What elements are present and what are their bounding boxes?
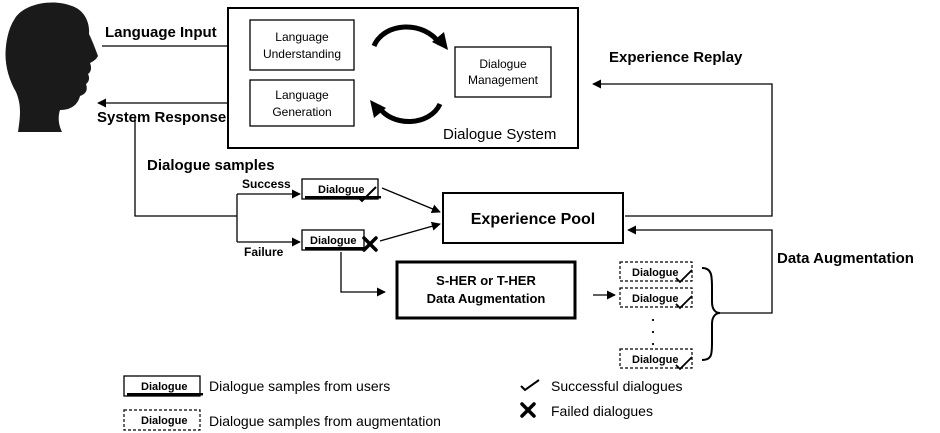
dialogue-management-line1: Dialogue bbox=[479, 57, 527, 71]
cycle-arrow-top-head bbox=[432, 32, 448, 50]
svg-text:Dialogue: Dialogue bbox=[632, 293, 678, 305]
ellipsis-dot bbox=[651, 330, 655, 334]
cycle-arrow-bottom-head bbox=[370, 100, 386, 118]
language-understanding-box bbox=[249, 19, 355, 71]
check-icon bbox=[675, 269, 693, 284]
experience-pool-label: Experience Pool bbox=[471, 211, 596, 228]
augmented-dialogue-list: Dialogue Dialogue Dialogue bbox=[619, 261, 693, 371]
legend-successful: Successful dialogues bbox=[551, 378, 683, 394]
language-generation-line1: Language bbox=[275, 88, 329, 102]
check-icon bbox=[675, 356, 693, 371]
dialogue-system-title: Dialogue System bbox=[443, 126, 556, 143]
check-icon bbox=[357, 186, 377, 203]
data-augmentation-label: Data Augmentation bbox=[777, 250, 914, 267]
check-icon bbox=[520, 379, 540, 392]
legend-aug-samples: Dialogue samples from augmentation bbox=[209, 413, 441, 429]
legend-failed: Failed dialogues bbox=[551, 403, 653, 419]
data-augmentation-path bbox=[627, 225, 773, 314]
augmented-dialogue-chip bbox=[619, 261, 693, 282]
legend-aug-sample-chip bbox=[123, 409, 201, 431]
ellipsis-dot bbox=[651, 342, 655, 346]
dialogue-management-box bbox=[454, 46, 552, 98]
failure-dialogue-text: Dialogue bbox=[310, 235, 356, 247]
language-input-label: Language Input bbox=[105, 24, 217, 41]
experience-replay-label: Experience Replay bbox=[609, 49, 743, 66]
cycle-arrow-top bbox=[371, 24, 443, 48]
success-dialogue-chip bbox=[301, 178, 379, 200]
language-generation-line2: Generation bbox=[272, 105, 331, 119]
language-understanding-line2: Understanding bbox=[263, 47, 341, 61]
legend-user-samples: Dialogue samples from users bbox=[209, 378, 390, 394]
language-generation-box bbox=[249, 79, 355, 127]
augmented-dialogue-chip bbox=[619, 287, 693, 308]
her-augmentation-line2: Data Augmentation bbox=[427, 291, 546, 306]
language-understanding-line1: Language bbox=[275, 30, 329, 44]
curly-brace bbox=[701, 267, 721, 361]
success-label: Success bbox=[242, 177, 291, 191]
cross-icon bbox=[520, 402, 536, 418]
her-augmentation-line1: S-HER or T-HER bbox=[436, 273, 536, 288]
system-response-label: System Response bbox=[97, 109, 226, 126]
her-augmentation-box bbox=[395, 260, 577, 320]
augmented-dialogue-chip bbox=[619, 348, 693, 369]
legend: Dialogue Dialogue samples from users Dia… bbox=[123, 375, 683, 431]
success-dialogue-text: Dialogue bbox=[318, 184, 364, 196]
dialogue-samples-path bbox=[134, 118, 237, 217]
user-head-silhouette bbox=[5, 2, 98, 132]
experience-replay-path bbox=[592, 79, 773, 217]
cycle-arrow-bottom bbox=[375, 102, 443, 124]
cross-icon bbox=[362, 236, 378, 252]
success-to-pool-arrow bbox=[381, 187, 441, 214]
svg-text:Dialogue: Dialogue bbox=[632, 354, 678, 366]
legend-user-sample-chip bbox=[123, 375, 201, 397]
svg-text:Dialogue: Dialogue bbox=[141, 381, 187, 393]
experience-pool-box bbox=[442, 192, 624, 244]
failure-label: Failure bbox=[244, 245, 284, 259]
check-icon bbox=[675, 295, 693, 310]
ellipsis-dot bbox=[651, 318, 655, 322]
failure-to-augmentation-arrow bbox=[340, 252, 386, 297]
dialogue-management-line2: Management bbox=[468, 73, 539, 87]
failure-to-pool-arrow bbox=[379, 221, 441, 242]
svg-text:Dialogue: Dialogue bbox=[632, 267, 678, 279]
svg-text:Dialogue: Dialogue bbox=[141, 415, 187, 427]
dialogue-samples-label: Dialogue samples bbox=[147, 157, 275, 174]
